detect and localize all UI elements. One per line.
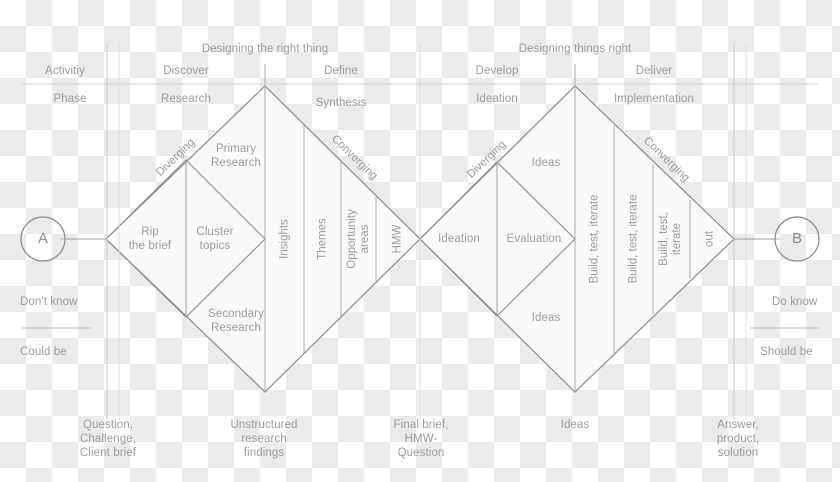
footnote-4-line2: product, xyxy=(716,433,760,445)
footnote-2-line1: Final brief, xyxy=(393,419,449,431)
rip-the-brief-line1: Rip xyxy=(141,226,159,238)
diamond-2-ideation: Ideation xyxy=(438,233,480,245)
footnote-answer-product: Answer, product, solution xyxy=(688,418,788,460)
title-right: Designing things right xyxy=(518,43,632,55)
column-insights: Insights xyxy=(278,219,291,259)
activity-discover: Discover xyxy=(163,65,209,77)
build3-line1: Build, test, xyxy=(658,212,670,266)
footnote-final-brief: Final brief, HMW- Question xyxy=(366,418,476,460)
diamond-1-primary-research: Primary Research xyxy=(196,142,276,170)
opportunity-line2: areas xyxy=(359,224,371,254)
footnote-0-line1: Question, xyxy=(82,419,134,431)
diamond-1-secondary-research: Secondary Research xyxy=(193,307,279,335)
activity-deliver: Deliver xyxy=(635,65,673,77)
diamond-1-cluster-topics: Cluster topics xyxy=(177,225,253,253)
row-label-phase: Phase xyxy=(53,93,87,105)
right-scale-top: Do know xyxy=(772,296,818,308)
right-scale-bottom: Should be xyxy=(760,346,813,358)
rip-the-brief-line2: the brief xyxy=(128,240,172,252)
footnote-2-line3: Question xyxy=(397,447,445,459)
footnote-ideas: Ideas xyxy=(525,418,625,432)
phase-ideation: Ideation xyxy=(476,93,518,105)
footnote-0-line2: Challenge, xyxy=(80,433,136,445)
primary-research-line2: Research xyxy=(210,157,262,169)
activity-define: Define xyxy=(324,65,358,77)
footnote-0-line3: Client brief xyxy=(79,447,137,459)
footnote-4-line3: solution xyxy=(717,447,759,459)
column-build-test-iterate-1: Build, test, iterate xyxy=(588,194,601,284)
diamond-2-evaluation: Evaluation xyxy=(506,233,562,245)
row-label-activity: Activitiy xyxy=(45,65,85,77)
secondary-research-line1: Secondary xyxy=(208,308,264,320)
left-scale-bottom: Could be xyxy=(20,346,67,358)
secondary-research-line2: Research xyxy=(210,322,262,334)
diamond-1-rip-the-brief: Rip the brief xyxy=(112,225,188,253)
footnote-4-line1: Answer, xyxy=(717,419,759,431)
diamond-2-ideas-bottom: Ideas xyxy=(531,312,561,324)
footnote-1-line3: findings xyxy=(243,447,285,459)
left-scale-top: Don't know xyxy=(20,296,78,308)
column-hmw: HMW xyxy=(391,224,404,254)
cluster-topics-line1: Cluster xyxy=(196,226,234,238)
build3-line2: iterate xyxy=(671,223,683,255)
footnote-unstructured-research: Unstructured research findings xyxy=(204,418,324,460)
diamond-2-ideas-top: Ideas xyxy=(531,157,561,169)
column-themes: Themes xyxy=(316,218,329,260)
title-left: Designing the right thing xyxy=(201,43,329,55)
activity-develop: Develop xyxy=(475,65,519,77)
footnote-question-challenge: Question, Challenge, Client brief xyxy=(53,418,163,460)
footnote-1-line1: Unstructured xyxy=(230,419,298,431)
phase-research: Research xyxy=(160,93,212,105)
opportunity-line1: Opportunity xyxy=(346,209,358,269)
cluster-topics-line2: topics xyxy=(199,240,231,252)
footnote-1-line2: research xyxy=(241,433,287,445)
diagram-shapes xyxy=(20,44,820,420)
node-b-label: B xyxy=(791,230,802,247)
phase-implementation: Implementation xyxy=(613,93,695,105)
footnote-2-line2: HMW- xyxy=(404,433,438,445)
footnote-3-line1: Ideas xyxy=(560,419,590,431)
phase-synthesis: Synthesis xyxy=(315,97,367,109)
node-a-label: A xyxy=(37,230,48,247)
column-build-test-iterate-3: Build, test,iterate xyxy=(658,167,697,266)
column-build-test-iterate-2: Build, test, iterate xyxy=(627,194,640,284)
primary-research-line1: Primary xyxy=(215,143,257,155)
column-roll-out: out xyxy=(703,231,716,247)
